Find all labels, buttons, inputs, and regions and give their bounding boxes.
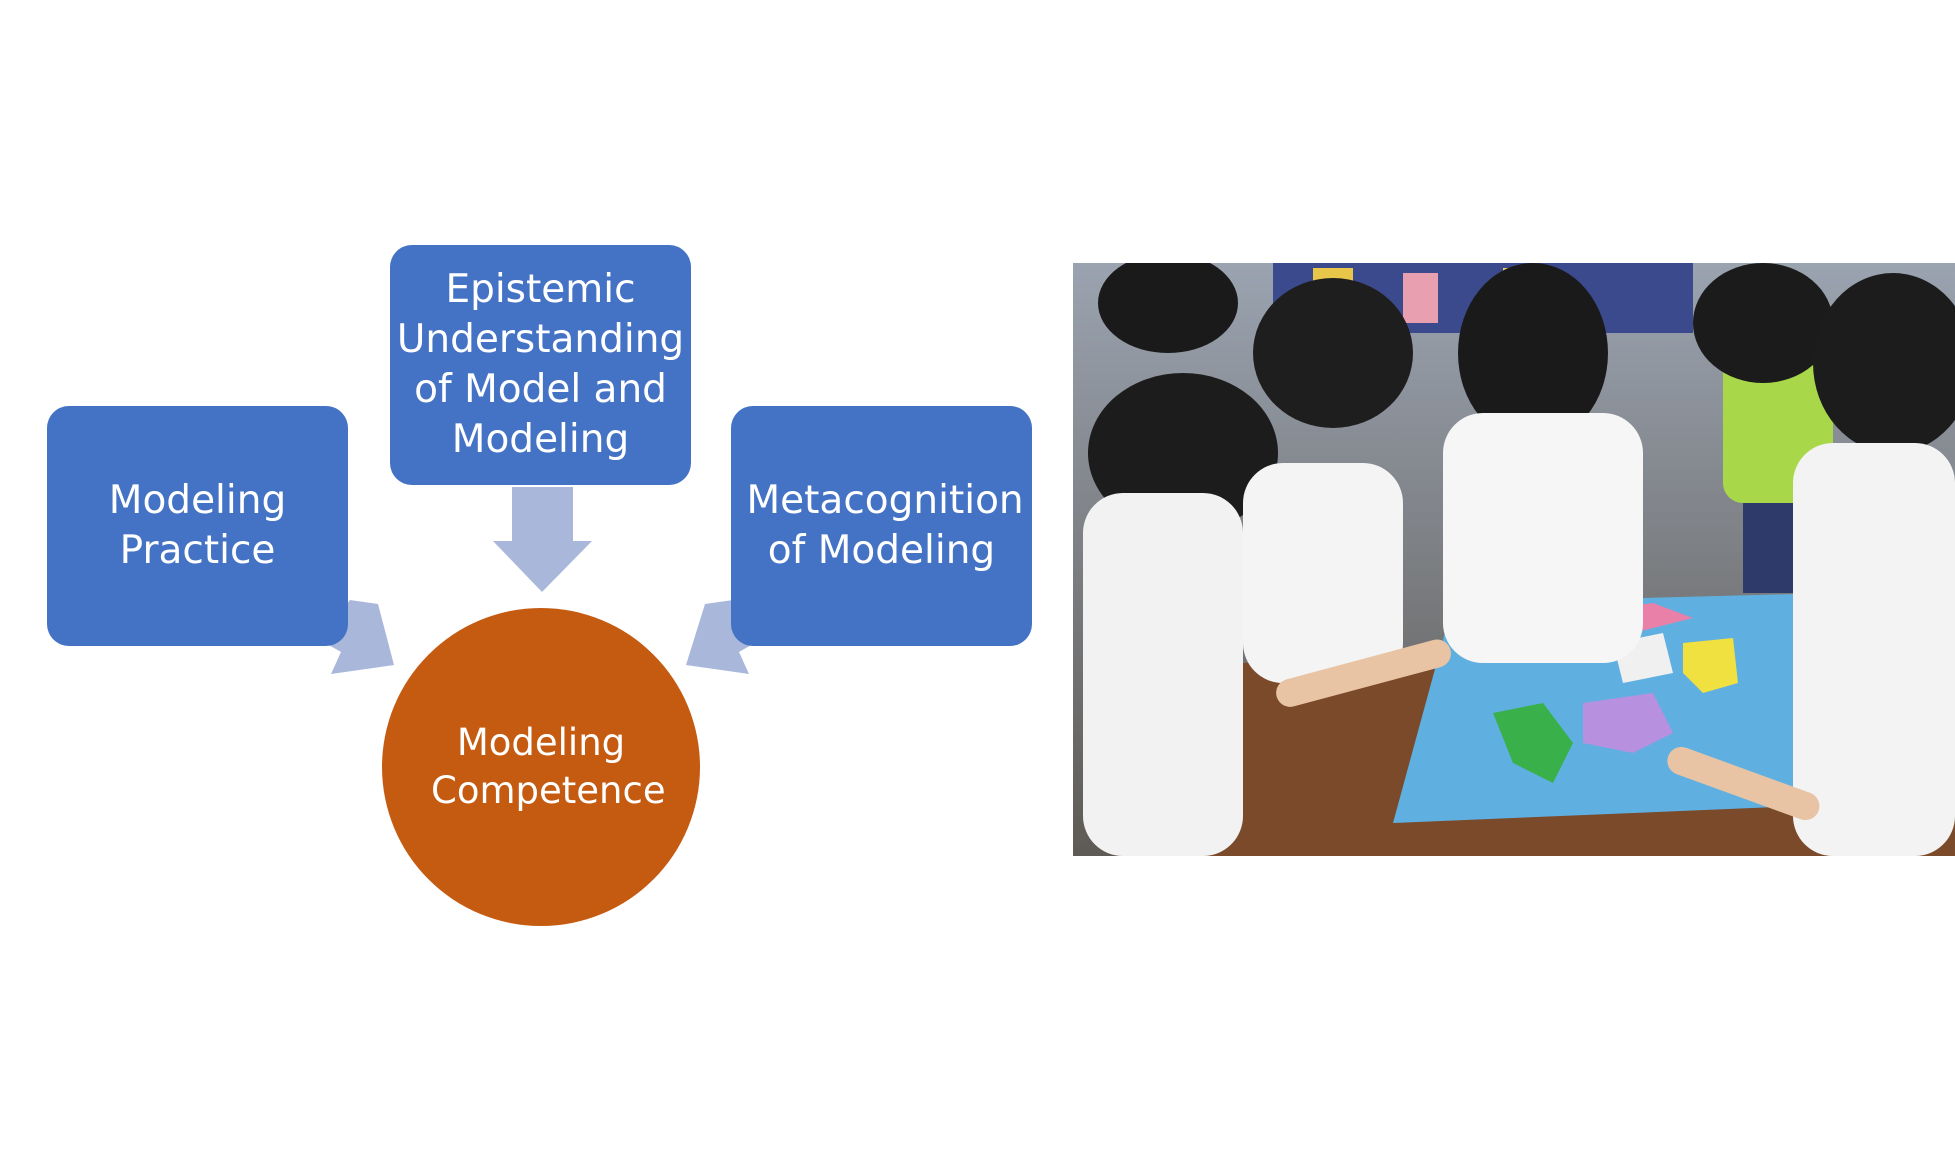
modeling-competence-circle: Modeling Competence xyxy=(382,608,700,926)
metacognition-label: Metacognition of Modeling xyxy=(746,478,1024,573)
photo-illustration xyxy=(1073,263,1955,856)
modeling-competence-label: Modeling Competence xyxy=(431,721,666,812)
students-map-puzzle-photo xyxy=(1073,263,1955,856)
modeling-practice-box: Modeling Practice xyxy=(47,406,348,646)
arrow-down xyxy=(493,487,592,592)
epistemic-understanding-label: Epistemic Understanding of Model and Mod… xyxy=(396,267,685,462)
metacognition-box: Metacognition of Modeling xyxy=(731,406,1032,646)
epistemic-understanding-box: Epistemic Understanding of Model and Mod… xyxy=(390,245,691,485)
modeling-practice-label: Modeling Practice xyxy=(108,478,287,573)
